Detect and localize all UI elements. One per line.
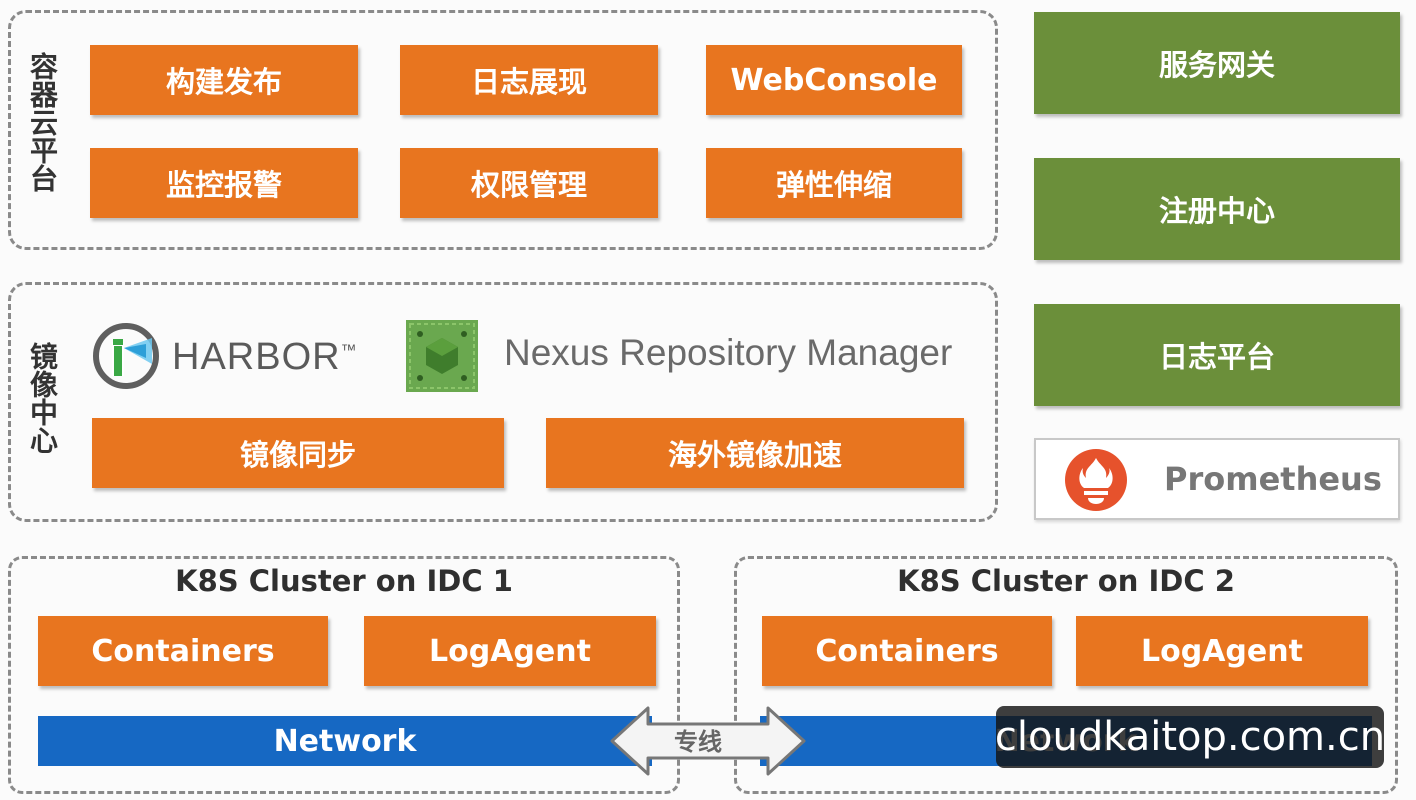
log-platform-button[interactable]: 日志平台 bbox=[1034, 304, 1400, 406]
dedicated-line-arrow-icon bbox=[610, 706, 806, 776]
prometheus-label: Prometheus bbox=[1164, 460, 1382, 498]
image-sync-button[interactable]: 镜像同步 bbox=[92, 418, 504, 488]
cluster-idc1-title: K8S Cluster on IDC 1 bbox=[175, 564, 513, 598]
harbor-tm: ™ bbox=[340, 342, 358, 360]
webconsole-button[interactable]: WebConsole bbox=[706, 45, 962, 115]
cluster-idc2-containers[interactable]: Containers bbox=[762, 616, 1052, 686]
image-center-label: 镜像中心 bbox=[26, 342, 59, 454]
dedicated-line-label: 专线 bbox=[674, 728, 722, 756]
prometheus-box[interactable]: Prometheus bbox=[1034, 438, 1400, 520]
registry-center-button[interactable]: 注册中心 bbox=[1034, 158, 1400, 260]
watermark-banner: cloudkaitop.com.cn bbox=[995, 706, 1385, 768]
cluster-idc2-title: K8S Cluster on IDC 2 bbox=[897, 564, 1235, 598]
cluster-idc1-group bbox=[8, 556, 680, 794]
elastic-scaling-button[interactable]: 弹性伸缩 bbox=[706, 148, 962, 218]
monitor-alert-button[interactable]: 监控报警 bbox=[90, 148, 358, 218]
cluster-idc2-group bbox=[734, 556, 1398, 794]
image-center-group bbox=[8, 282, 998, 522]
harbor-logo-icon bbox=[93, 323, 159, 389]
cluster-idc1-containers[interactable]: Containers bbox=[38, 616, 328, 686]
harbor-logo-text: HARBOR™ bbox=[172, 336, 358, 379]
permission-management-button[interactable]: 权限管理 bbox=[400, 148, 658, 218]
cluster-idc2-logagent[interactable]: LogAgent bbox=[1076, 616, 1368, 686]
cluster-idc1-logagent[interactable]: LogAgent bbox=[364, 616, 656, 686]
service-gateway-button[interactable]: 服务网关 bbox=[1034, 12, 1400, 114]
container-platform-group bbox=[8, 10, 998, 250]
log-display-button[interactable]: 日志展现 bbox=[400, 45, 658, 115]
container-platform-label: 容器云平台 bbox=[26, 52, 59, 192]
nexus-logo-text: Nexus Repository Manager bbox=[504, 332, 953, 373]
prometheus-flame-icon bbox=[1065, 449, 1127, 511]
nexus-logo-icon bbox=[406, 320, 478, 392]
harbor-text: HARBOR bbox=[172, 336, 341, 378]
overseas-image-acceleration-button[interactable]: 海外镜像加速 bbox=[546, 418, 964, 488]
cluster-idc1-network[interactable]: Network bbox=[38, 716, 652, 766]
build-release-button[interactable]: 构建发布 bbox=[90, 45, 358, 115]
